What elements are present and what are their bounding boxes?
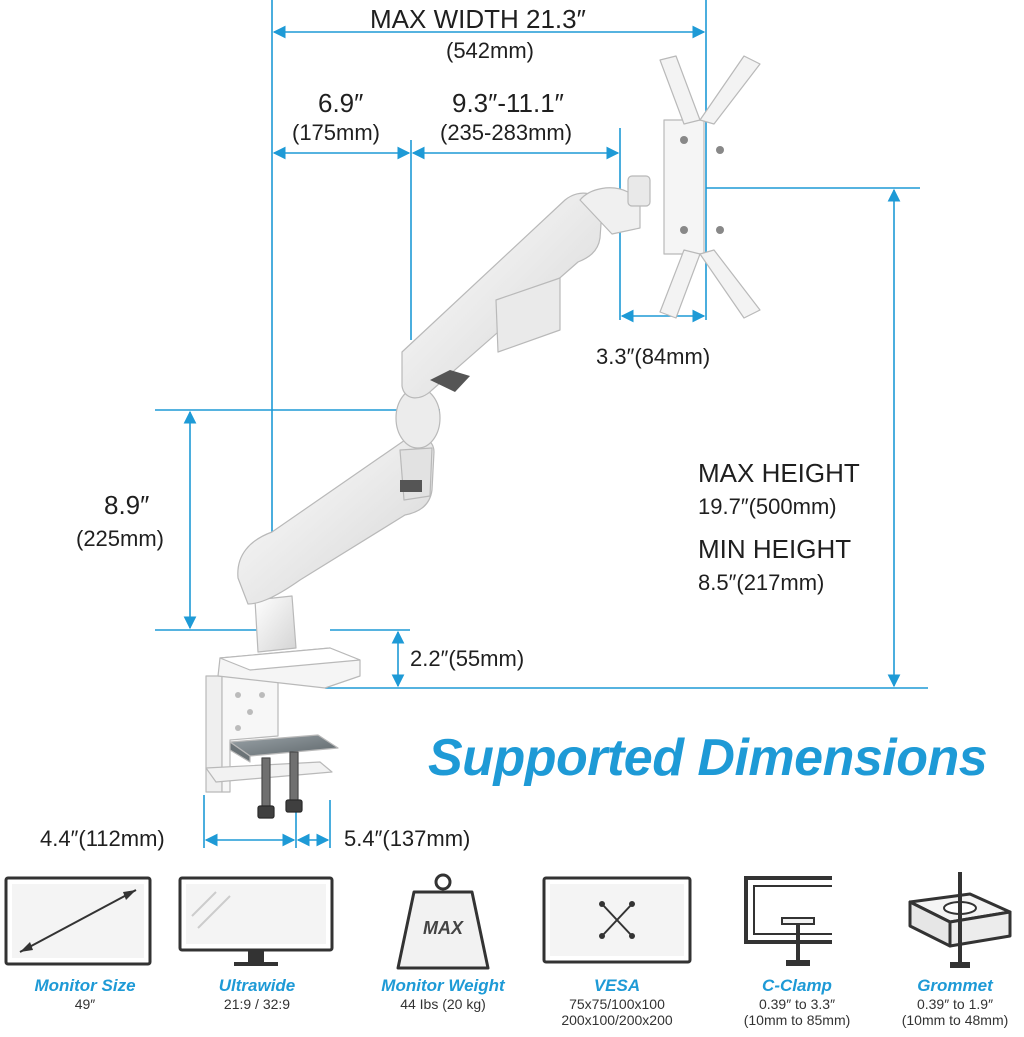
max-width-label: MAX WIDTH 21.3″ bbox=[370, 4, 586, 34]
min-height-label: MIN HEIGHT bbox=[698, 534, 852, 564]
arm2-mm-label: (235-283mm) bbox=[440, 120, 573, 145]
weight-icon: MAX bbox=[396, 873, 490, 970]
spec-monitor-size: Monitor Size 49″ bbox=[0, 872, 170, 1012]
lower-arm-inch-label: 8.9″ bbox=[104, 490, 150, 520]
grommet-icon bbox=[908, 872, 1012, 968]
spec-name: C-Clamp bbox=[762, 976, 832, 995]
c-clamp-icon bbox=[744, 876, 832, 966]
max-height-label: MAX HEIGHT bbox=[698, 458, 860, 488]
spec-name: VESA bbox=[593, 976, 641, 995]
base-height-label: 2.2″(55mm) bbox=[410, 646, 525, 671]
max-width-mm: (542mm) bbox=[446, 38, 535, 63]
ultrawide-icon bbox=[178, 876, 334, 966]
spec-monitor-weight: MAX Monitor Weight 44 Ibs (20 kg) bbox=[358, 872, 528, 1012]
spec-vesa: VESA 75x75/100x100 200x100/200x200 bbox=[532, 872, 702, 1028]
spec-value: 75x75/100x100 bbox=[569, 996, 665, 1012]
weight-max-badge: MAX bbox=[423, 918, 464, 938]
arm2-inch-label: 9.3″-11.1″ bbox=[452, 88, 564, 118]
vesa-icon bbox=[542, 876, 692, 964]
arm1-mm-label: (175mm) bbox=[292, 120, 381, 145]
lower-arm-mm-label: (225mm) bbox=[76, 526, 165, 551]
monitor-arm-illustration bbox=[205, 55, 761, 819]
vesa-offset-label: 3.3″(84mm) bbox=[596, 344, 711, 369]
clamp-depth-b-label: 5.4″(137mm) bbox=[344, 826, 471, 851]
spec-value: 0.39″ to 1.9″ bbox=[916, 996, 994, 1012]
max-height-value: 19.7″(500mm) bbox=[698, 494, 837, 519]
spec-name: Ultrawide bbox=[218, 976, 296, 995]
dimension-lines bbox=[155, 0, 928, 848]
monitor-arm-diagram bbox=[155, 0, 928, 848]
monitor-size-icon bbox=[4, 876, 152, 966]
clamp-depth-a-label: 4.4″(112mm) bbox=[40, 826, 165, 851]
spec-c-clamp: C-Clamp 0.39″ to 3.3″ (10mm to 85mm) bbox=[712, 872, 882, 1028]
spec-name: Grommet bbox=[917, 976, 993, 995]
min-height-value: 8.5″(217mm) bbox=[698, 570, 825, 595]
spec-value: 21:9 / 32:9 bbox=[223, 996, 291, 1012]
spec-ultrawide: Ultrawide 21:9 / 32:9 bbox=[172, 872, 342, 1012]
spec-name: Monitor Size bbox=[34, 976, 136, 995]
spec-value: 0.39″ to 3.3″ bbox=[758, 996, 836, 1012]
spec-grommet: Grommet 0.39″ to 1.9″ (10mm to 48mm) bbox=[870, 872, 1024, 1028]
spec-value: 44 Ibs (20 kg) bbox=[400, 996, 486, 1012]
spec-value: (10mm to 48mm) bbox=[901, 1012, 1009, 1028]
headline: Supported Dimensions bbox=[428, 729, 988, 787]
arm1-inch-label: 6.9″ bbox=[318, 88, 364, 118]
spec-value: 200x100/200x200 bbox=[561, 1012, 673, 1028]
spec-value: 49″ bbox=[74, 996, 96, 1012]
spec-value: (10mm to 85mm) bbox=[743, 1012, 851, 1028]
spec-name: Monitor Weight bbox=[381, 976, 505, 995]
